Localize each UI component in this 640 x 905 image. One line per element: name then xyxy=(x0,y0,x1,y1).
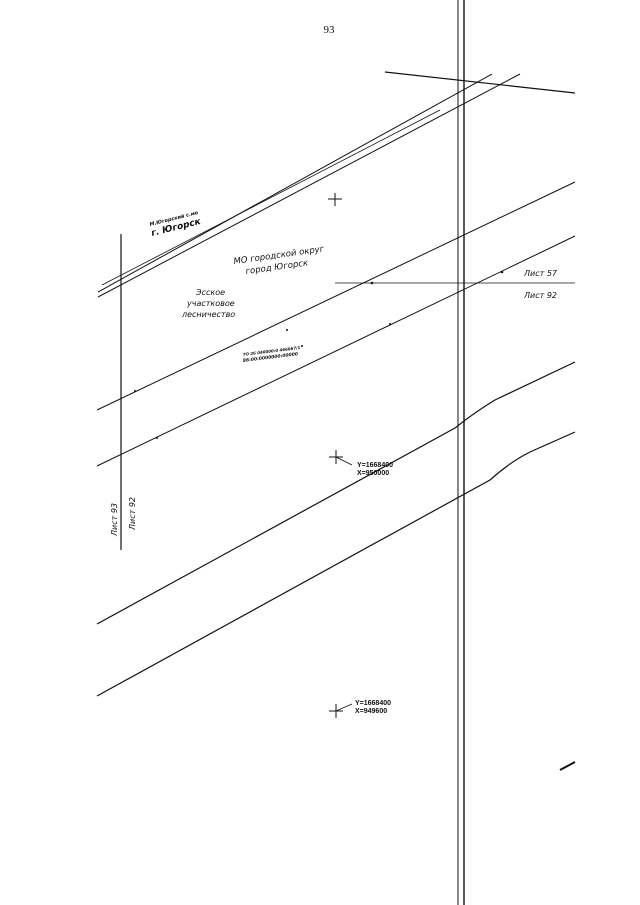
coordinate-cross xyxy=(329,703,353,718)
forestry-label-line1: Эсское xyxy=(195,288,225,297)
survey-cross-mark xyxy=(328,193,342,206)
boundary-line xyxy=(97,73,521,298)
vertex-markers xyxy=(134,270,504,439)
pipeline-line xyxy=(96,431,576,697)
sheet-92-label-right: Лист 92 xyxy=(523,291,557,300)
boundary-line xyxy=(97,73,493,293)
forestry-label-line2: участковое xyxy=(186,299,235,308)
coordinate-x-label: X=949600 xyxy=(355,708,387,715)
forestry-label-line3: лесничество xyxy=(181,310,235,319)
sheet-93-label-left: Лист 93 xyxy=(110,503,119,537)
coordinate-x-label: X=950000 xyxy=(357,470,389,477)
sheet-92-label-left: Лист 92 xyxy=(128,497,137,531)
page-number: 93 xyxy=(324,24,336,36)
coordinate-y-label: Y=1668400 xyxy=(355,700,391,707)
edge-mark xyxy=(559,761,576,771)
coordinate-y-label: Y=1668400 xyxy=(357,462,393,469)
pipeline-line xyxy=(96,361,576,625)
boundary-line xyxy=(384,71,576,94)
sheet-57-label: Лист 57 xyxy=(523,269,558,278)
boundary-line xyxy=(101,109,441,286)
road-edge-line xyxy=(96,181,576,411)
coordinate-cross xyxy=(329,450,353,466)
road-edge-line xyxy=(96,235,576,467)
